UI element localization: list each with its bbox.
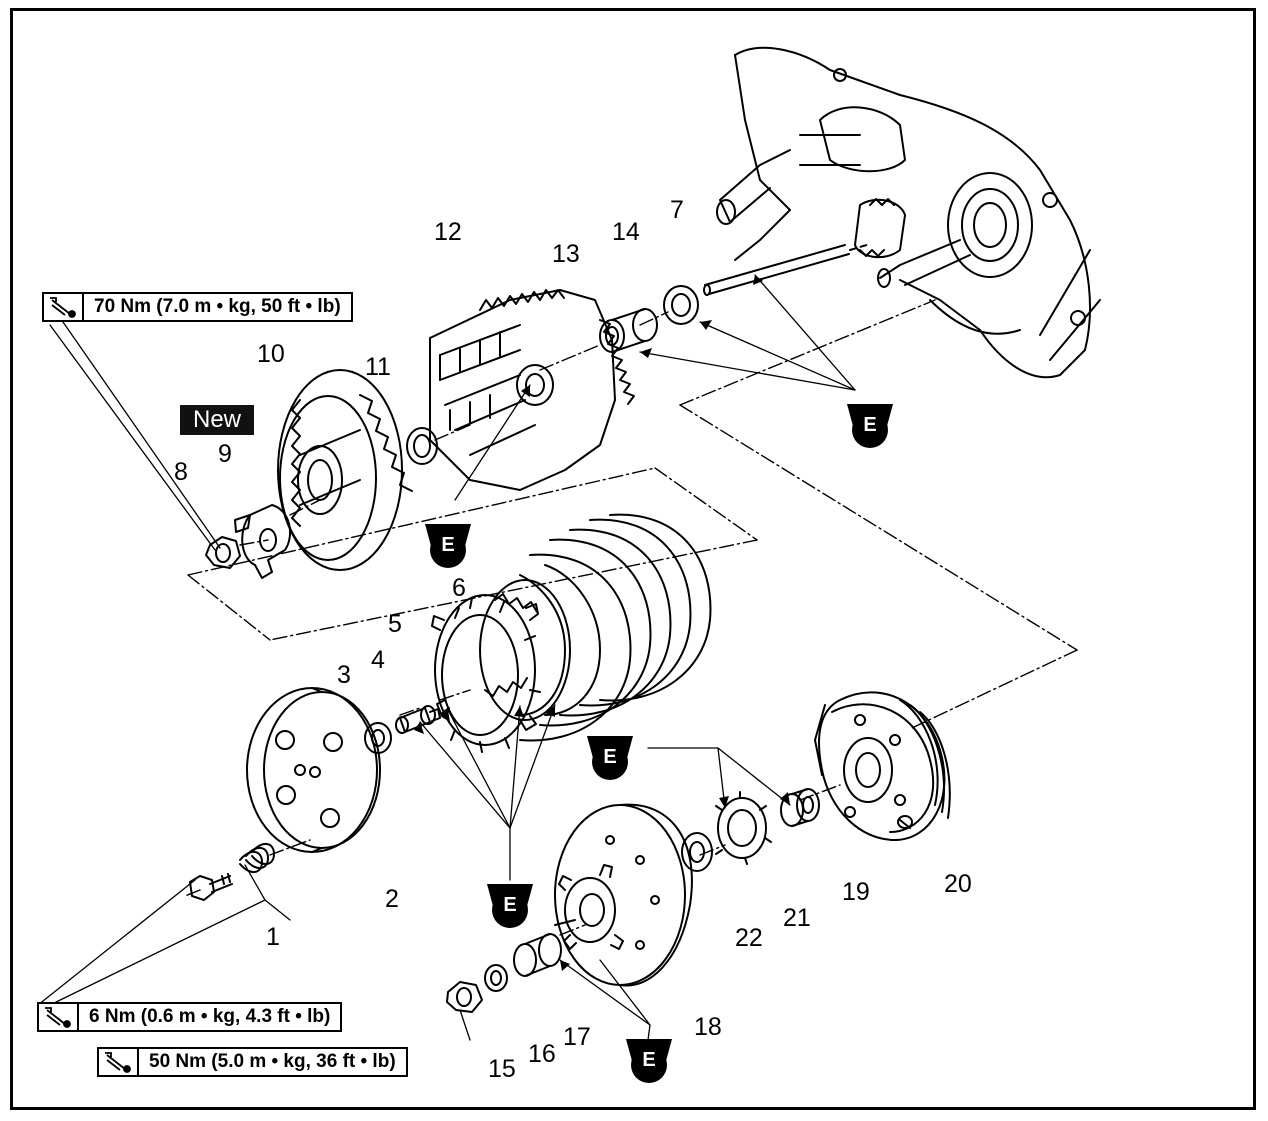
label-part-1: 1 [266, 923, 280, 951]
label-part-21: 21 [783, 904, 811, 932]
engine-oil-icon: E [421, 520, 475, 574]
torque-wrench-icon [99, 1049, 139, 1075]
label-part-17: 17 [563, 1023, 591, 1051]
torque-spec-6nm: 6 Nm (0.6 m • kg, 4.3 ft • lb) [37, 1002, 343, 1032]
label-part-7: 7 [670, 196, 684, 224]
part-6-clutch-plates [479, 513, 712, 742]
new-part-badge: New [180, 405, 254, 435]
part-9-lock-washer [234, 504, 292, 579]
part-17-bushing [513, 933, 562, 977]
part-7-push-rod [703, 243, 871, 296]
torque-spec-label: 70 Nm (7.0 m • kg, 50 ft • lb) [94, 296, 341, 317]
part-1-spring-and-bolt [189, 843, 275, 901]
part-8-nut [205, 536, 241, 569]
lube-symbol-label: E [503, 894, 517, 916]
label-part-15: 15 [488, 1055, 516, 1083]
label-part-14: 14 [612, 218, 640, 246]
engine-oil-icon: E [483, 880, 537, 934]
part-5-friction-plate [431, 594, 541, 753]
label-part-22: 22 [735, 924, 763, 952]
part-16-washer [484, 964, 508, 992]
label-part-9: 9 [218, 440, 232, 468]
label-part-2: 2 [385, 885, 399, 913]
part-20-clutch-shoe-assembly [814, 691, 951, 841]
lube-symbol-label: E [642, 1049, 656, 1071]
label-part-5: 5 [388, 610, 402, 638]
label-part-10: 10 [257, 340, 285, 368]
label-part-19: 19 [842, 878, 870, 906]
part-10-clutch-boss [277, 369, 413, 571]
part-2-pressure-plate [246, 687, 381, 853]
label-part-4: 4 [371, 646, 385, 674]
part-18-clutch-carrier [554, 803, 693, 987]
label-part-12: 12 [434, 218, 462, 246]
label-part-18: 18 [694, 1013, 722, 1041]
part-number-labels: 1 2 3 4 5 6 7 8 9 10 11 12 13 14 15 16 1… [174, 196, 972, 1083]
label-part-8: 8 [174, 458, 188, 486]
part-22-washer [681, 832, 713, 872]
torque-spec-50nm: 50 Nm (5.0 m • kg, 36 ft • lb) [97, 1047, 408, 1077]
label-part-11: 11 [365, 353, 391, 381]
label-part-6: 6 [452, 574, 466, 602]
engine-oil-icon: E [622, 1035, 676, 1089]
engine-case [716, 46, 1101, 379]
leader-lines [37, 274, 856, 1041]
axis-lines [184, 299, 1078, 936]
part-14-washer [663, 285, 699, 325]
part-4-pressure-plate-bolt [395, 705, 441, 734]
label-part-3: 3 [337, 661, 351, 689]
part-11-thrust-washer [406, 427, 438, 465]
label-part-16: 16 [528, 1040, 556, 1068]
engine-oil-icon: E [583, 732, 637, 786]
torque-spec-label: 50 Nm (5.0 m • kg, 36 ft • lb) [149, 1051, 396, 1072]
label-part-20: 20 [944, 870, 972, 898]
torque-spec-70nm: 70 Nm (7.0 m • kg, 50 ft • lb) [42, 292, 353, 322]
torque-wrench-icon [44, 294, 84, 320]
label-part-13: 13 [552, 240, 580, 268]
lube-symbol-label: E [603, 746, 617, 768]
engine-oil-icon: E [843, 400, 897, 454]
leader-arrowheads [414, 275, 790, 971]
part-15-nut [446, 981, 483, 1013]
part-21-one-way-clutch [715, 791, 772, 865]
lube-symbol-label: E [863, 414, 877, 436]
lube-symbol-label: E [441, 534, 455, 556]
torque-wrench-icon [39, 1004, 79, 1030]
part-12-clutch-housing [429, 289, 635, 491]
torque-spec-label: 6 Nm (0.6 m • kg, 4.3 ft • lb) [89, 1006, 331, 1027]
